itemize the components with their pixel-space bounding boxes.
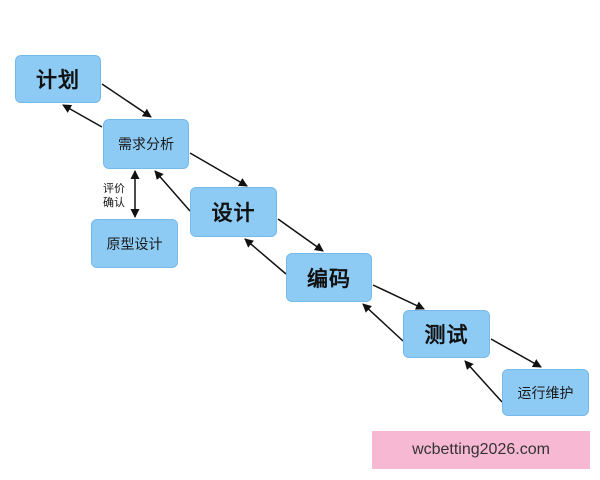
node-testing-label: 测试 [424, 323, 469, 347]
watermark-banner: wcbetting2026.com [372, 431, 590, 469]
watermark-banner-text: wcbetting2026.com [412, 441, 550, 458]
arrow-design-to-requirements [154, 170, 191, 212]
node-maintenance: 运行维护 [502, 369, 589, 416]
node-requirements-label: 需求分析 [118, 137, 174, 153]
arrow-coding-to-testing [372, 284, 425, 310]
node-coding: 编码 [286, 253, 372, 302]
arrow-requirements-to-plan [62, 104, 103, 128]
arrow-coding-to-design [244, 238, 287, 275]
arrow-plan-to-requirements [101, 83, 152, 118]
node-design: 设计 [190, 187, 277, 237]
node-maintenance-label: 运行维护 [517, 385, 574, 402]
node-design-label: 设计 [211, 201, 256, 225]
review-label-line2: 确认 [103, 196, 125, 209]
arrow-testing-to-maintenance [490, 338, 542, 368]
review-label-line1: 评价 [103, 182, 125, 195]
arrow-maintenance-to-testing [464, 360, 503, 403]
arrow-design-to-coding [277, 218, 324, 252]
node-plan-label: 计划 [36, 68, 80, 92]
arrow-testing-to-coding [362, 303, 404, 342]
review-label: 评价 确认 [103, 182, 125, 210]
node-plan: 计划 [15, 55, 101, 103]
node-prototype-label: 原型设计 [106, 236, 163, 253]
arrow-requirements-to-design [189, 152, 248, 187]
node-testing: 测试 [403, 310, 490, 358]
node-prototype: 原型设计 [91, 219, 178, 268]
node-requirements: 需求分析 [103, 119, 189, 169]
node-coding-label: 编码 [307, 266, 351, 291]
